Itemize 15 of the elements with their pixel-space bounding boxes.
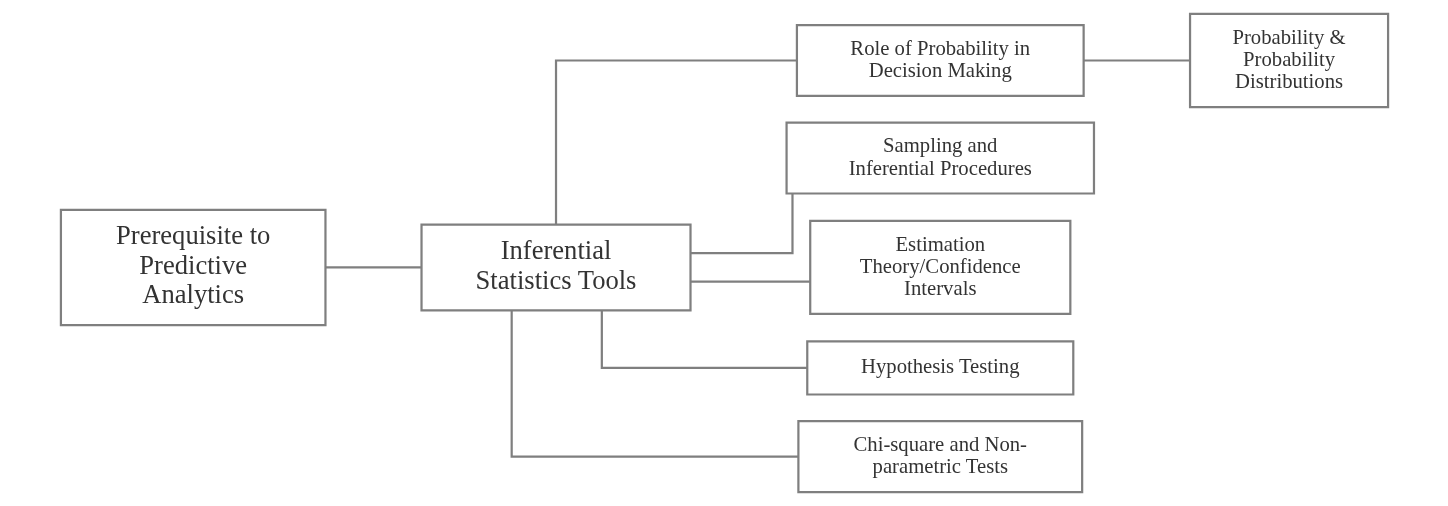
connector	[510, 310, 798, 458]
connector	[1083, 59, 1190, 62]
connector	[690, 280, 810, 283]
connector	[554, 59, 797, 225]
connector	[600, 310, 807, 370]
connector	[325, 266, 421, 269]
node-box: Probability & Probability Distributions	[1188, 12, 1389, 109]
node-box: Sampling and Inferential Procedures	[784, 121, 1095, 195]
connector	[690, 194, 794, 255]
node-box: Estimation Theory/Confidence Intervals	[808, 219, 1071, 316]
node-box: Inferential Statistics Tools	[419, 223, 692, 312]
node-box: Prerequisite to Predictive Analytics	[59, 208, 327, 327]
node-box: Hypothesis Testing	[805, 340, 1074, 396]
node-box: Role of Probability in Decision Making	[795, 23, 1085, 98]
node-box: Chi-square and Non-parametric Tests	[796, 420, 1083, 494]
